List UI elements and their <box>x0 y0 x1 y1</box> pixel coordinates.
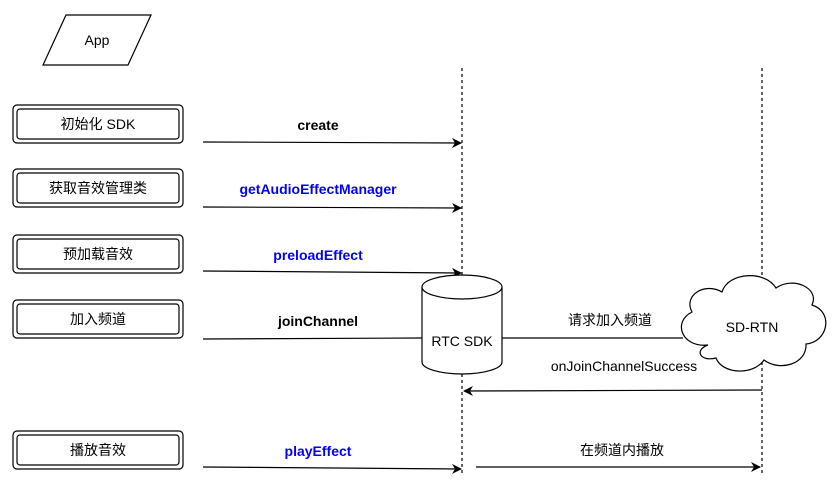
create-call-label: create <box>297 117 338 133</box>
sd-rtn-cloud-shape <box>680 275 827 372</box>
play-effect-call-label: playEffect <box>285 443 352 459</box>
join-channel-call-label: joinChannel <box>277 313 358 329</box>
step-preload: 预加载音效 preloadEffect <box>12 234 462 278</box>
play-effect-arrow <box>202 463 462 474</box>
step-init-inner-box <box>16 108 180 140</box>
step-preload-label: 预加载音效 <box>63 246 133 262</box>
step-get-manager-label: 获取音效管理类 <box>49 180 147 196</box>
step-play-inner-box <box>16 434 180 466</box>
step-init-label: 初始化 SDK <box>61 116 136 132</box>
rtc-sdk-cylinder-top <box>421 274 503 300</box>
create-arrow <box>202 137 462 148</box>
step-init: 初始化 SDK create <box>12 104 462 148</box>
join-success-arrow <box>463 385 763 396</box>
join-success-label: onJoinChannelSuccess <box>551 358 697 374</box>
step-play-label: 播放音效 <box>70 442 126 458</box>
app-actor-label: App <box>85 32 110 48</box>
join-request-label: 请求加入频道 <box>568 312 652 328</box>
step-preload-inner-box <box>16 238 180 270</box>
app-actor: App <box>42 14 152 66</box>
get-audio-effect-manager-call-label: getAudioEffectManager <box>239 181 397 197</box>
preload-effect-arrow <box>202 267 462 278</box>
sd-rtn-node: SD-RTN <box>680 275 827 372</box>
step-join-label: 加入频道 <box>70 311 126 327</box>
step-join-inner-box <box>16 303 180 335</box>
step-get-manager: 获取音效管理类 getAudioEffectManager <box>12 168 462 213</box>
get-audio-effect-manager-arrow <box>202 202 462 213</box>
join-channel-line <box>202 337 423 340</box>
rtc-sdk-label: RTC SDK <box>431 333 493 349</box>
rtc-sdk-cylinder-body <box>421 287 503 375</box>
rtc-sdk-node: RTC SDK <box>421 274 503 375</box>
play-in-channel-label: 在频道内播放 <box>580 442 664 458</box>
sd-rtn-label: SD-RTN <box>726 319 779 335</box>
preload-effect-call-label: preloadEffect <box>273 247 363 263</box>
step-play: 播放音效 playEffect <box>12 430 462 474</box>
step-get-manager-inner-box <box>16 172 180 204</box>
step-join: 加入频道 joinChannel <box>12 299 423 340</box>
app-actor-shape <box>42 14 152 66</box>
